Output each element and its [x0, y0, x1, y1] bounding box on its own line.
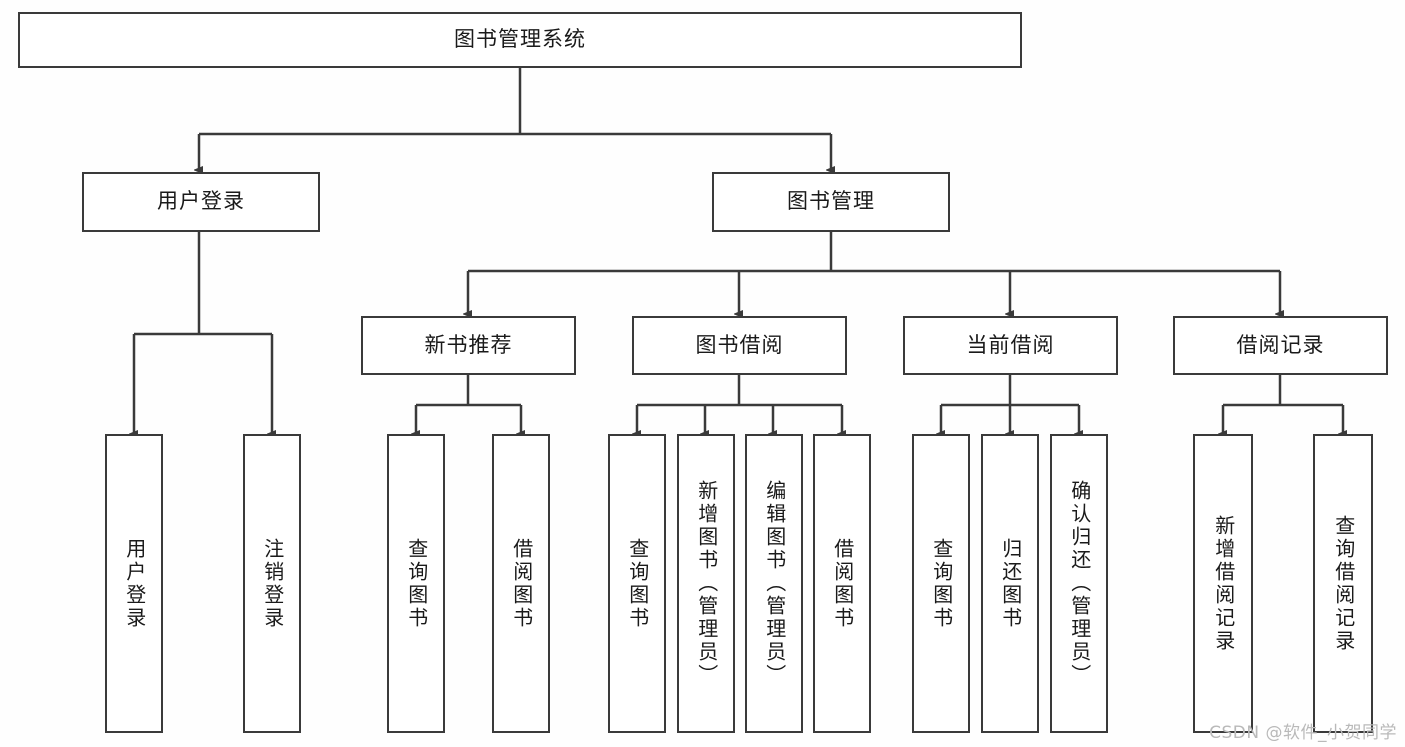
node-book-borrow-label: 图书借阅: [695, 332, 784, 357]
leaf-confirm-return-label: 确认归还（管理员）: [1067, 480, 1092, 687]
node-root-label: 图书管理系统: [454, 27, 586, 52]
leaf-query-book-1[interactable]: 查询图书: [387, 434, 445, 733]
node-user-login-label: 用户登录: [157, 189, 245, 214]
leaf-query-book-3-label: 查询图书: [929, 537, 954, 630]
node-new-book-recommend-label: 新书推荐: [424, 332, 513, 357]
node-book-borrow[interactable]: 图书借阅: [632, 316, 847, 375]
leaf-add-book[interactable]: 新增图书（管理员）: [677, 434, 735, 733]
leaf-user-logout[interactable]: 注销登录: [243, 434, 301, 733]
leaf-edit-book[interactable]: 编辑图书（管理员）: [745, 434, 803, 733]
leaf-borrow-book-2[interactable]: 借阅图书: [813, 434, 871, 733]
leaf-confirm-return[interactable]: 确认归还（管理员）: [1050, 434, 1108, 733]
leaf-edit-book-label: 编辑图书（管理员）: [762, 480, 787, 687]
leaf-query-book-2-label: 查询图书: [625, 537, 650, 630]
node-user-login[interactable]: 用户登录: [82, 172, 320, 232]
leaf-return-book[interactable]: 归还图书: [981, 434, 1039, 733]
node-new-book-recommend[interactable]: 新书推荐: [361, 316, 576, 375]
leaf-user-login-label: 用户登录: [122, 537, 147, 630]
leaf-add-record-label: 新增借阅记录: [1211, 514, 1236, 653]
node-root[interactable]: 图书管理系统: [18, 12, 1022, 68]
leaf-query-record[interactable]: 查询借阅记录: [1313, 434, 1373, 733]
node-borrow-record-label: 借阅记录: [1236, 332, 1325, 357]
node-current-borrow-label: 当前借阅: [966, 332, 1055, 357]
leaf-query-book-1-label: 查询图书: [404, 537, 429, 630]
leaf-query-book-2[interactable]: 查询图书: [608, 434, 666, 733]
leaf-borrow-book-1[interactable]: 借阅图书: [492, 434, 550, 733]
node-current-borrow[interactable]: 当前借阅: [903, 316, 1118, 375]
leaf-query-record-label: 查询借阅记录: [1331, 514, 1356, 653]
leaf-return-book-label: 归还图书: [998, 537, 1023, 630]
leaf-borrow-book-1-label: 借阅图书: [509, 537, 534, 630]
leaf-add-book-label: 新增图书（管理员）: [694, 480, 719, 687]
leaf-user-logout-label: 注销登录: [260, 537, 285, 630]
leaf-add-record[interactable]: 新增借阅记录: [1193, 434, 1253, 733]
node-book-management-label: 图书管理: [787, 189, 875, 214]
leaf-borrow-book-2-label: 借阅图书: [830, 537, 855, 630]
node-borrow-record[interactable]: 借阅记录: [1173, 316, 1388, 375]
watermark: CSDN @软件_小贺同学: [1209, 723, 1397, 743]
leaf-query-book-3[interactable]: 查询图书: [912, 434, 970, 733]
node-book-management[interactable]: 图书管理: [712, 172, 950, 232]
leaf-user-login[interactable]: 用户登录: [105, 434, 163, 733]
